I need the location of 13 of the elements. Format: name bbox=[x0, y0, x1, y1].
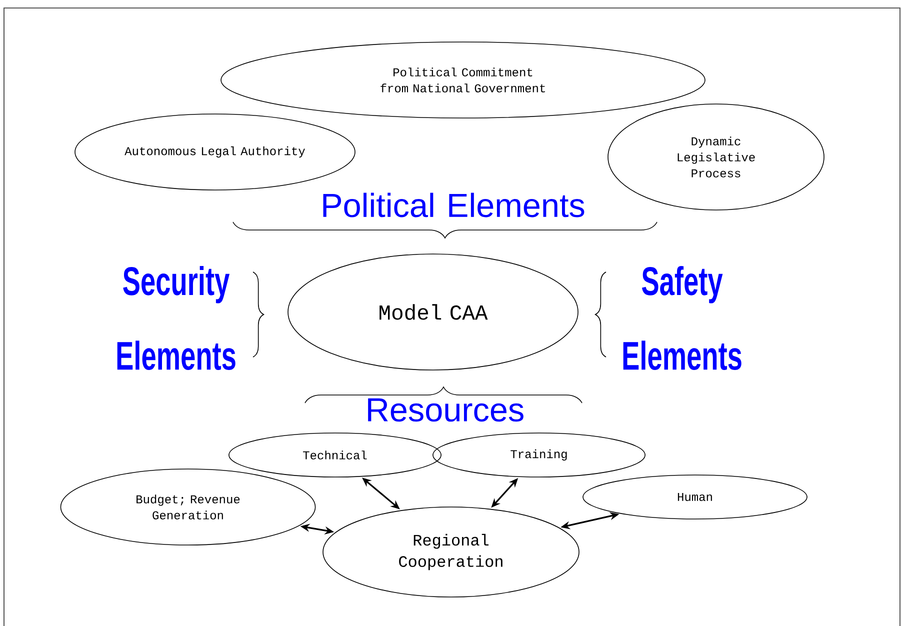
ellipse-node: Regional Cooperation bbox=[322, 506, 580, 598]
ellipse-node: Human bbox=[582, 474, 808, 520]
ellipse-node: Technical bbox=[228, 432, 442, 478]
heading-label: Resources bbox=[368, 398, 524, 422]
ellipse-node: Training bbox=[432, 432, 646, 478]
ellipse-node: Model CAA bbox=[288, 254, 578, 370]
ellipse-node: Autonomous Legal Authority bbox=[74, 114, 356, 190]
heading-label: Safety Elements bbox=[623, 266, 742, 370]
heading-label: Security Elements bbox=[117, 266, 236, 370]
heading-label: Political Elements bbox=[323, 192, 584, 218]
ellipse-node: Budget; Revenue Generation bbox=[60, 468, 316, 546]
ellipse-node: Dynamic Legislative Process bbox=[608, 104, 824, 210]
ellipse-node: Political Commitment from National Government bbox=[220, 42, 706, 118]
